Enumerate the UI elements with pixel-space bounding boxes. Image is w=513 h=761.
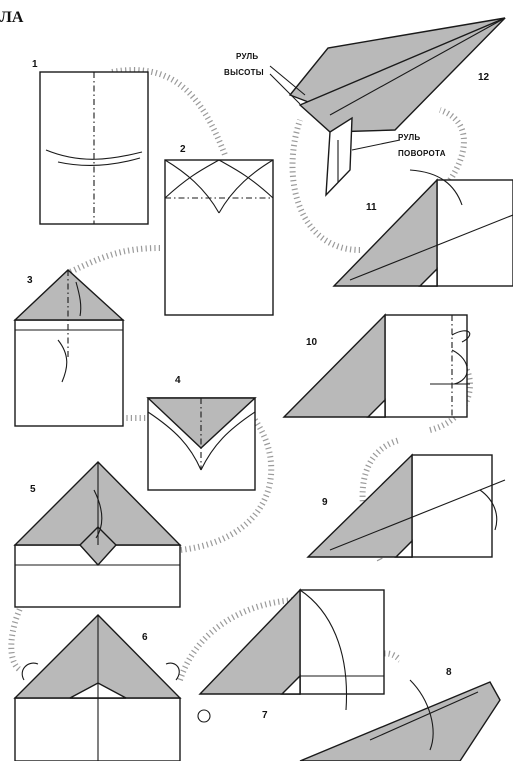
step-number-8: 8 [446, 667, 452, 678]
rudder-label-line1: РУЛЬ [398, 133, 420, 142]
step-number-11: 11 [366, 202, 377, 213]
step-number-2: 2 [180, 144, 186, 155]
step-number-5: 5 [30, 484, 36, 495]
step-6-sheet [15, 615, 210, 761]
step-3-sheet [15, 270, 123, 426]
step-number-10: 10 [306, 337, 318, 348]
step-2-sheet [165, 160, 273, 315]
step-1-sheet [40, 72, 148, 224]
rudder-label-line2: ПОВОРОТА [398, 149, 446, 158]
step-4-sheet [148, 398, 255, 490]
elevator-label-line2: ВЫСОТЫ [224, 68, 264, 77]
step-10-sheet [284, 315, 470, 417]
elevator-label-line1: РУЛЬ [236, 52, 258, 61]
step-9-sheet [308, 455, 505, 557]
step-7-sheet [200, 590, 384, 710]
step-number-6: 6 [142, 632, 148, 643]
page-title-fragment: ЛА [0, 9, 24, 26]
step-number-1: 1 [32, 59, 38, 70]
step-number-3: 3 [27, 275, 33, 286]
step-number-7: 7 [262, 710, 268, 721]
step-number-12: 12 [478, 72, 490, 83]
step-number-4: 4 [175, 375, 181, 386]
step-number-9: 9 [322, 497, 328, 508]
step-11-sheet [334, 170, 513, 286]
step-12-plane [270, 18, 505, 195]
